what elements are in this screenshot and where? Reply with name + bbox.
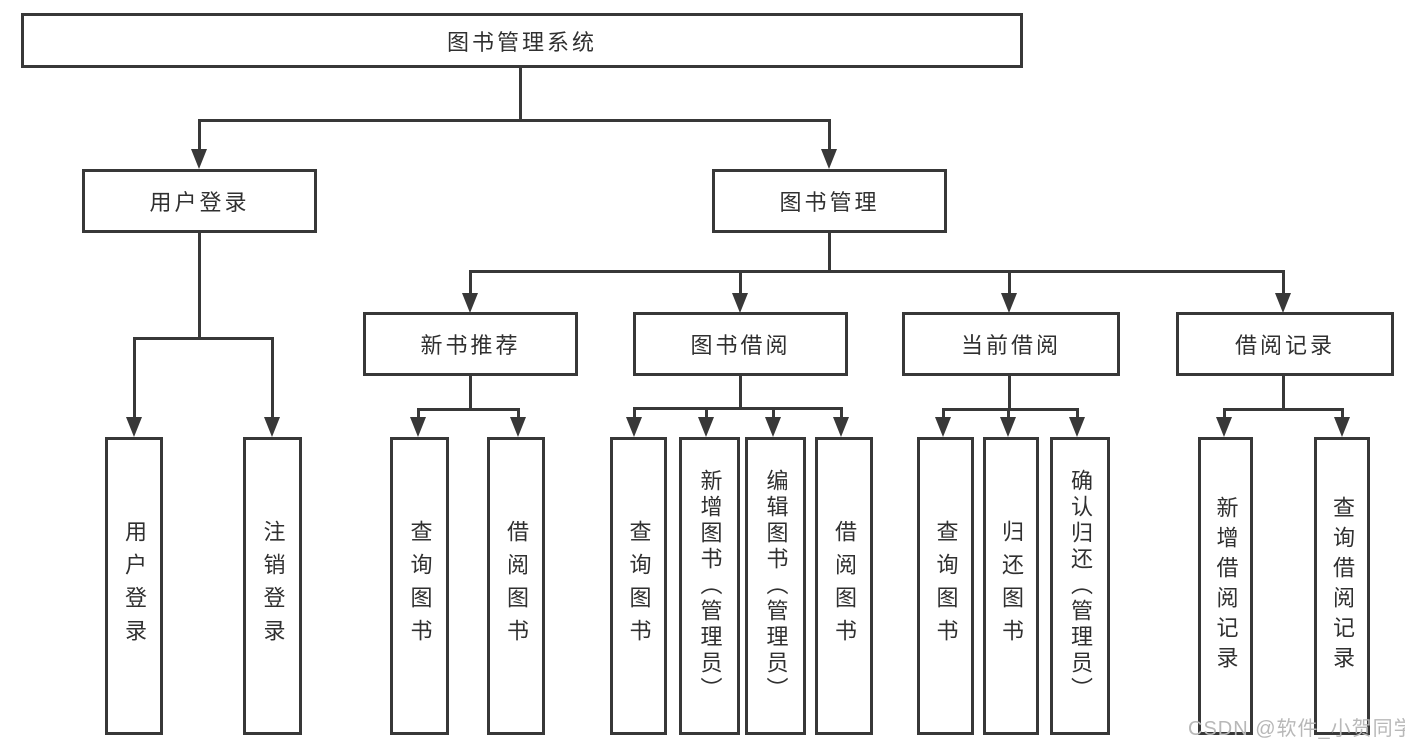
connector-line	[517, 408, 520, 419]
connector-line	[417, 408, 420, 419]
connector-line	[198, 119, 201, 151]
leaf-borrow-books: 借阅图书	[815, 437, 873, 735]
node-user-login: 用户登录	[82, 169, 317, 233]
leaf-label: 查询借阅记录	[1330, 496, 1355, 676]
connector-line	[469, 270, 1285, 273]
leaf-label: 借阅图书	[504, 520, 529, 652]
leaf-return-books: 归还图书	[983, 437, 1039, 735]
leaf-logout: 注销登录	[243, 437, 302, 735]
leaf-borrow-books-recommend: 借阅图书	[487, 437, 545, 735]
arrow-down-icon	[264, 417, 280, 437]
connector-line	[633, 407, 843, 410]
leaf-label: 注销登录	[260, 520, 286, 652]
connector-line	[942, 408, 1079, 411]
leaf-label: 查询图书	[407, 520, 433, 652]
connector-line	[271, 337, 274, 419]
arrow-down-icon	[765, 417, 781, 437]
connector-line	[469, 375, 472, 409]
arrow-down-icon	[821, 149, 837, 169]
leaf-query-books-borrow: 查询图书	[610, 437, 667, 735]
connector-line	[198, 233, 201, 337]
node-current-borrow: 当前借阅	[902, 312, 1120, 376]
connector-line	[133, 337, 136, 419]
node-book-borrow: 图书借阅	[633, 312, 848, 376]
leaf-edit-books-admin: 编辑图书（管理员）	[745, 437, 806, 735]
leaf-add-books-admin: 新增图书（管理员）	[679, 437, 740, 735]
arrow-down-icon	[191, 149, 207, 169]
arrow-down-icon	[732, 293, 748, 313]
connector-line	[1008, 376, 1011, 409]
leaf-label: 借阅图书	[832, 520, 857, 652]
node-borrow-records: 借阅记录	[1176, 312, 1394, 376]
leaf-label: 用户登录	[122, 520, 147, 652]
connector-line	[705, 407, 708, 419]
connector-line	[633, 407, 636, 419]
arrow-down-icon	[626, 417, 642, 437]
watermark: CSDN @软件_小贺同学	[1188, 718, 1405, 740]
connector-line	[1223, 408, 1226, 419]
connector-line	[840, 407, 843, 419]
arrow-down-icon	[1001, 293, 1017, 313]
connector-line	[133, 337, 274, 340]
connector-line	[417, 408, 520, 411]
connector-line	[828, 119, 831, 151]
connector-line	[828, 233, 831, 271]
leaf-query-books-current: 查询图书	[917, 437, 974, 735]
connector-line	[1341, 408, 1344, 419]
connector-line	[739, 270, 742, 295]
connector-line	[198, 119, 831, 122]
leaf-label: 确认归还（管理员）	[1068, 469, 1093, 703]
arrow-down-icon	[1275, 293, 1291, 313]
leaf-query-books-recommend: 查询图书	[390, 437, 449, 735]
node-book-management: 图书管理	[712, 169, 947, 233]
arrow-down-icon	[410, 417, 426, 437]
connector-line	[1282, 376, 1285, 409]
arrow-down-icon	[510, 417, 526, 437]
connector-line	[1223, 408, 1344, 411]
leaf-label: 新增借阅记录	[1213, 496, 1239, 676]
arrow-down-icon	[1216, 417, 1232, 437]
node-library-system: 图书管理系统	[21, 13, 1023, 68]
node-new-book-recommend: 新书推荐	[363, 312, 578, 376]
leaf-label: 归还图书	[999, 520, 1024, 652]
leaf-user-login: 用户登录	[105, 437, 163, 735]
connector-line	[739, 375, 742, 408]
arrow-down-icon	[833, 417, 849, 437]
connector-line	[942, 408, 945, 419]
connector-line	[469, 270, 472, 295]
leaf-label: 编辑图书（管理员）	[763, 469, 789, 703]
connector-line	[1076, 408, 1079, 419]
leaf-add-borrow-record: 新增借阅记录	[1198, 437, 1253, 735]
leaf-label: 查询图书	[626, 520, 652, 652]
connector-line	[519, 68, 522, 119]
arrow-down-icon	[462, 293, 478, 313]
arrow-down-icon	[1000, 417, 1016, 437]
leaf-query-borrow-record: 查询借阅记录	[1314, 437, 1370, 735]
connector-line	[1282, 270, 1285, 295]
arrow-down-icon	[126, 417, 142, 437]
leaf-label: 新增图书（管理员）	[697, 469, 723, 703]
connector-line	[1008, 270, 1011, 295]
leaf-label: 查询图书	[933, 520, 959, 652]
connector-line	[772, 407, 775, 419]
arrow-down-icon	[1334, 417, 1350, 437]
connector-line	[1007, 408, 1010, 419]
leaf-confirm-return-admin: 确认归还（管理员）	[1050, 437, 1110, 735]
arrow-down-icon	[935, 417, 951, 437]
arrow-down-icon	[1069, 417, 1085, 437]
arrow-down-icon	[698, 417, 714, 437]
